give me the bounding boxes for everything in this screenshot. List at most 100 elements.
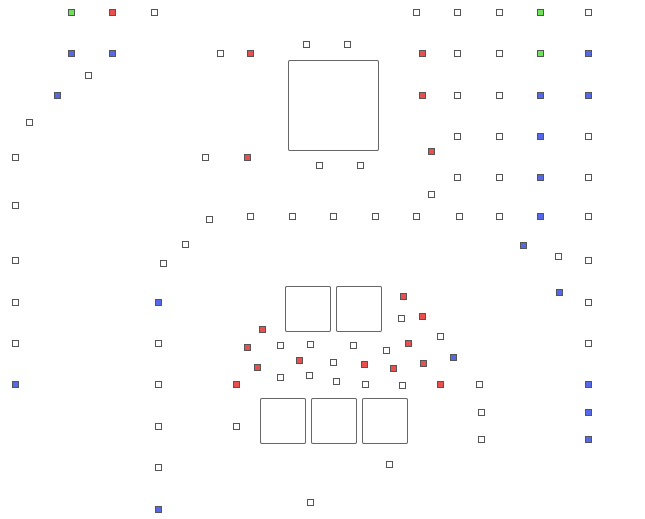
unassigned-pad bbox=[454, 92, 461, 99]
blue-pad bbox=[155, 506, 162, 513]
unassigned-pad bbox=[277, 342, 284, 349]
unassigned-pad bbox=[26, 119, 33, 126]
unassigned-pad bbox=[496, 50, 503, 57]
red-pad bbox=[428, 148, 435, 155]
unassigned-pad bbox=[333, 378, 340, 385]
unassigned-pad bbox=[437, 333, 444, 340]
unassigned-pad bbox=[182, 241, 189, 248]
red-pad bbox=[254, 364, 261, 371]
unassigned-pad bbox=[454, 50, 461, 57]
macro-block-bottom-3 bbox=[362, 398, 408, 444]
blue-pad bbox=[585, 92, 592, 99]
unassigned-pad bbox=[496, 133, 503, 140]
red-pad bbox=[259, 326, 266, 333]
unassigned-pad bbox=[585, 299, 592, 306]
unassigned-pad bbox=[330, 213, 337, 220]
unassigned-pad bbox=[496, 213, 503, 220]
blue-pad bbox=[537, 213, 544, 220]
blue-pad bbox=[54, 92, 61, 99]
red-pad bbox=[419, 92, 426, 99]
unassigned-pad bbox=[12, 299, 19, 306]
red-pad bbox=[405, 340, 412, 347]
unassigned-pad bbox=[155, 340, 162, 347]
unassigned-pad bbox=[85, 72, 92, 79]
unassigned-pad bbox=[307, 341, 314, 348]
blue-pad bbox=[12, 381, 19, 388]
unassigned-pad bbox=[247, 213, 254, 220]
red-pad bbox=[109, 9, 116, 16]
red-pad bbox=[296, 357, 303, 364]
unassigned-pad bbox=[357, 162, 364, 169]
macro-block-bottom-2 bbox=[311, 398, 357, 444]
blue-pad bbox=[537, 92, 544, 99]
unassigned-pad bbox=[350, 342, 357, 349]
unassigned-pad bbox=[478, 436, 485, 443]
blue-pad bbox=[537, 133, 544, 140]
unassigned-pad bbox=[217, 50, 224, 57]
unassigned-pad bbox=[585, 340, 592, 347]
unassigned-pad bbox=[496, 92, 503, 99]
unassigned-pad bbox=[585, 257, 592, 264]
unassigned-pad bbox=[151, 9, 158, 16]
unassigned-pad bbox=[155, 381, 162, 388]
macro-block-mid-left bbox=[285, 286, 331, 332]
blue-pad bbox=[537, 174, 544, 181]
unassigned-pad bbox=[306, 372, 313, 379]
blue-pad bbox=[585, 409, 592, 416]
red-pad bbox=[244, 154, 251, 161]
unassigned-pad bbox=[585, 174, 592, 181]
unassigned-pad bbox=[454, 133, 461, 140]
green-pad bbox=[68, 9, 75, 16]
unassigned-pad bbox=[307, 499, 314, 506]
green-pad bbox=[537, 9, 544, 16]
red-pad bbox=[233, 381, 240, 388]
unassigned-pad bbox=[585, 9, 592, 16]
unassigned-pad bbox=[12, 257, 19, 264]
red-pad bbox=[419, 50, 426, 57]
unassigned-pad bbox=[277, 374, 284, 381]
blue-pad bbox=[585, 50, 592, 57]
unassigned-pad bbox=[496, 174, 503, 181]
unassigned-pad bbox=[413, 9, 420, 16]
blue-pad bbox=[585, 436, 592, 443]
unassigned-pad bbox=[454, 174, 461, 181]
unassigned-pad bbox=[585, 133, 592, 140]
unassigned-pad bbox=[362, 381, 369, 388]
unassigned-pad bbox=[233, 423, 240, 430]
unassigned-pad bbox=[386, 461, 393, 468]
red-pad bbox=[244, 344, 251, 351]
macro-block-bottom-1 bbox=[260, 398, 306, 444]
red-pad bbox=[390, 365, 397, 372]
unassigned-pad bbox=[12, 202, 19, 209]
unassigned-pad bbox=[330, 359, 337, 366]
red-pad bbox=[420, 360, 427, 367]
blue-pad bbox=[585, 381, 592, 388]
red-pad bbox=[400, 293, 407, 300]
unassigned-pad bbox=[413, 213, 420, 220]
unassigned-pad bbox=[155, 464, 162, 471]
blue-pad bbox=[109, 50, 116, 57]
unassigned-pad bbox=[160, 260, 167, 267]
unassigned-pad bbox=[478, 409, 485, 416]
unassigned-pad bbox=[316, 162, 323, 169]
blue-pad bbox=[520, 242, 527, 249]
unassigned-pad bbox=[428, 191, 435, 198]
unassigned-pad bbox=[398, 315, 405, 322]
blue-pad bbox=[556, 289, 563, 296]
blue-pad bbox=[450, 354, 457, 361]
unassigned-pad bbox=[456, 213, 463, 220]
green-pad bbox=[537, 50, 544, 57]
macro-block-mid-right bbox=[336, 286, 382, 332]
unassigned-pad bbox=[289, 213, 296, 220]
unassigned-pad bbox=[12, 154, 19, 161]
unassigned-pad bbox=[454, 9, 461, 16]
unassigned-pad bbox=[303, 41, 310, 48]
unassigned-pad bbox=[12, 340, 19, 347]
unassigned-pad bbox=[555, 253, 562, 260]
unassigned-pad bbox=[496, 9, 503, 16]
red-pad bbox=[419, 313, 426, 320]
unassigned-pad bbox=[206, 216, 213, 223]
unassigned-pad bbox=[344, 41, 351, 48]
red-pad bbox=[361, 361, 368, 368]
